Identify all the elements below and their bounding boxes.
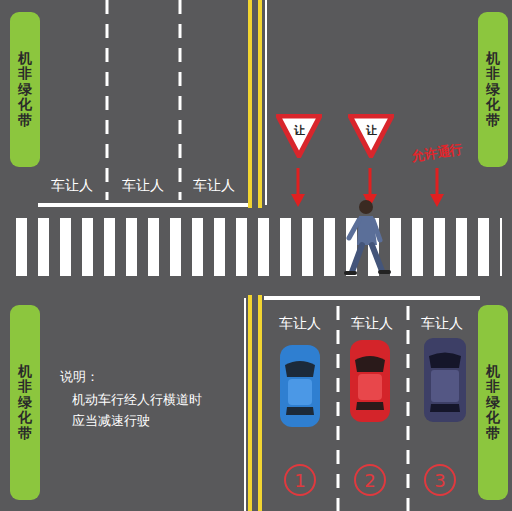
blue-car [280, 345, 320, 427]
green-belt: 机非绿化带 [478, 12, 508, 167]
lane-number-circle: 2 [353, 463, 387, 497]
callout-number: 2 [364, 470, 375, 491]
lane-label: 车让人 [51, 177, 93, 195]
green-belt: 机非绿化带 [10, 305, 40, 500]
lane-label: 车让人 [421, 315, 463, 333]
dark-suv [424, 338, 466, 422]
sign-text: 让 [366, 123, 377, 138]
lane-label: 车让人 [279, 315, 321, 333]
note-text: 说明： [60, 368, 99, 386]
belt-label: 机非绿化带 [486, 51, 500, 128]
lane-label: 车让人 [122, 177, 164, 195]
belt-label: 机非绿化带 [486, 364, 500, 441]
belt-label: 机非绿化带 [18, 51, 32, 128]
green-belt: 机非绿化带 [478, 305, 508, 500]
callout-number: 3 [434, 470, 445, 491]
yield-sign: 让 [348, 114, 394, 158]
lane-label: 车让人 [351, 315, 393, 333]
lane-number-circle: 3 [423, 463, 457, 497]
callout-number: 1 [294, 470, 305, 491]
lane-label: 车让人 [193, 177, 235, 195]
lane-number-circle: 1 [283, 463, 317, 497]
red-car [350, 340, 390, 422]
sign-text: 让 [294, 123, 305, 138]
pedestrian [346, 200, 389, 273]
yield-sign: 让 [276, 114, 322, 158]
note-text: 机动车行经人行横道时 应当减速行驶 [72, 390, 212, 432]
green-belt: 机非绿化带 [10, 12, 40, 167]
belt-label: 机非绿化带 [18, 364, 32, 441]
